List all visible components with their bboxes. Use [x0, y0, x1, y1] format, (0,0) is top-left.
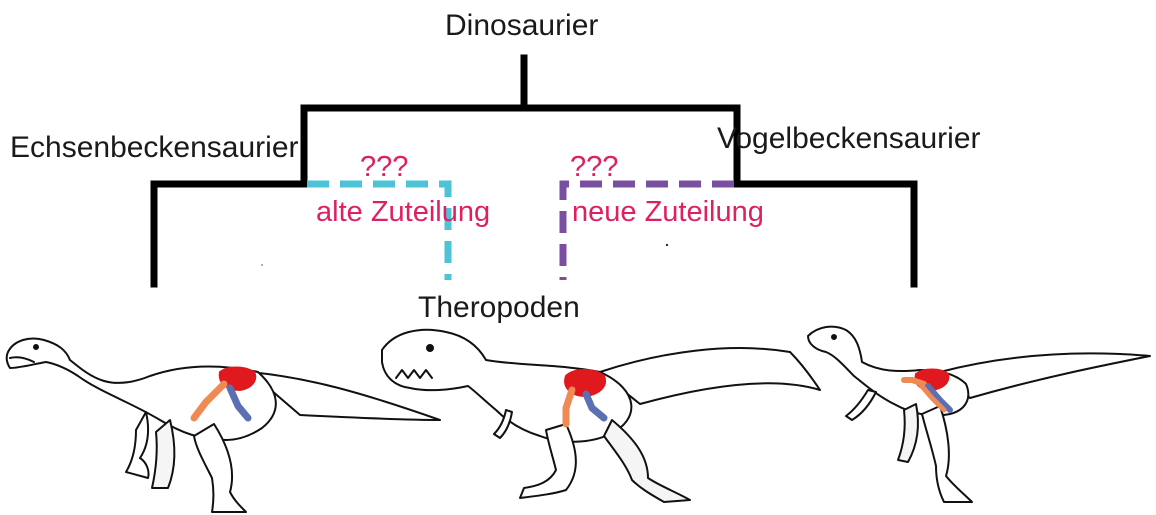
ornithischian-illustration-icon [808, 327, 1150, 502]
sauropodomorph-illustration-icon [7, 339, 440, 513]
theropod-illustration-icon [382, 330, 820, 502]
